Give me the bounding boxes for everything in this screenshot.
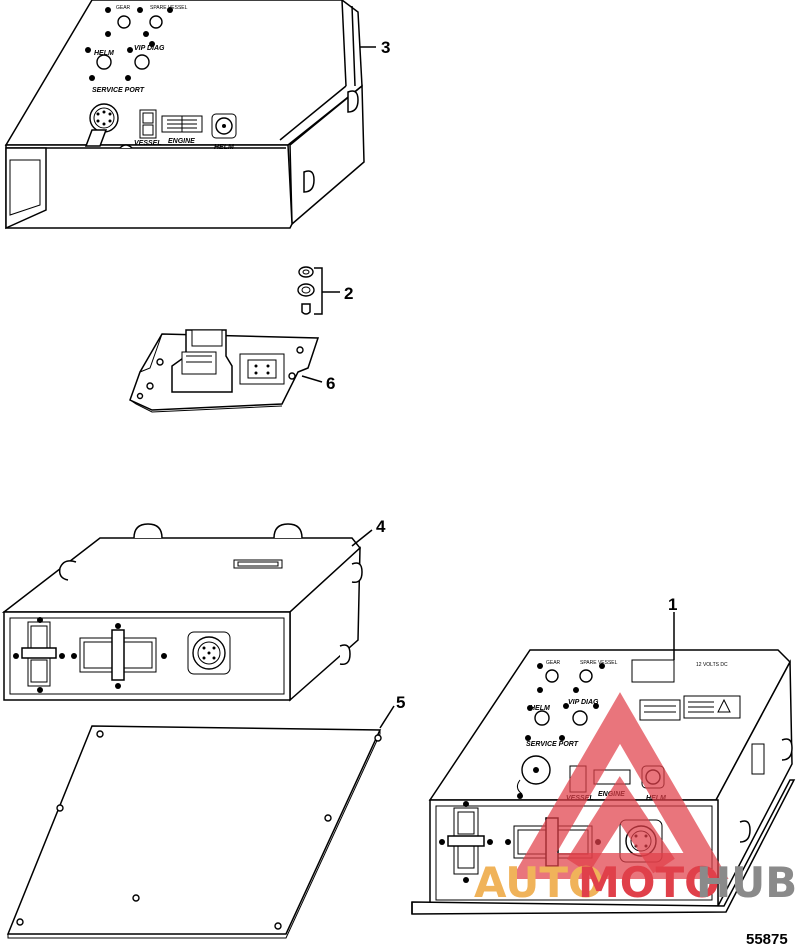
part-2-hardware: 2	[297, 266, 353, 315]
vessel-connector-icon	[139, 109, 157, 139]
vip-diag-label: VIP DIAG	[134, 45, 165, 52]
service-port-connector-icon	[84, 103, 119, 147]
part-3-cover: GEAR SPARE VESSEL HELM VIP DIAG SERVICE …	[4, 0, 390, 230]
engine-connector-icon	[161, 115, 203, 133]
service-port-label-assembly: SERVICE PORT	[526, 741, 579, 748]
spare-vessel-label: SPARE VESSEL	[150, 5, 188, 11]
gear-label-assembly: GEAR	[546, 660, 561, 666]
vip-diag-label-assembly: VIP DIAG	[568, 699, 599, 706]
callout-4: 4	[376, 517, 386, 536]
callout-3: 3	[381, 38, 390, 57]
watermark-part2: MOTO	[578, 858, 720, 907]
helm-label-assembly: HELM	[530, 705, 550, 712]
gear-label: GEAR	[116, 5, 131, 11]
helm-connector-icon	[211, 113, 237, 139]
watermark-part1: AUTO	[474, 858, 604, 907]
watermark-logo-icon	[511, 692, 729, 879]
spare-vessel-label-assembly: SPARE VESSEL	[580, 660, 618, 666]
watermark-part3: HUB	[696, 858, 797, 907]
vessel-label: VESSEL	[134, 140, 162, 147]
engine-label: ENGINE	[168, 138, 195, 145]
part-4-module: 4	[1, 517, 386, 702]
document-number: 55875	[746, 931, 788, 948]
callout-5: 5	[396, 693, 405, 712]
automotohub-watermark: AUTO MOTO HUB	[474, 692, 797, 907]
callout-2: 2	[344, 284, 353, 303]
helm-connector-label: HELM	[214, 144, 234, 151]
callout-6: 6	[326, 374, 335, 393]
callout-1: 1	[668, 595, 677, 614]
volts-dc-label: 12 VOLTS DC	[696, 662, 728, 668]
helm-label: HELM	[94, 50, 114, 57]
service-port-label: SERVICE PORT	[92, 87, 145, 94]
part-5-base-plate: 5	[6, 693, 405, 939]
part-6-bracket: 6	[129, 329, 335, 413]
